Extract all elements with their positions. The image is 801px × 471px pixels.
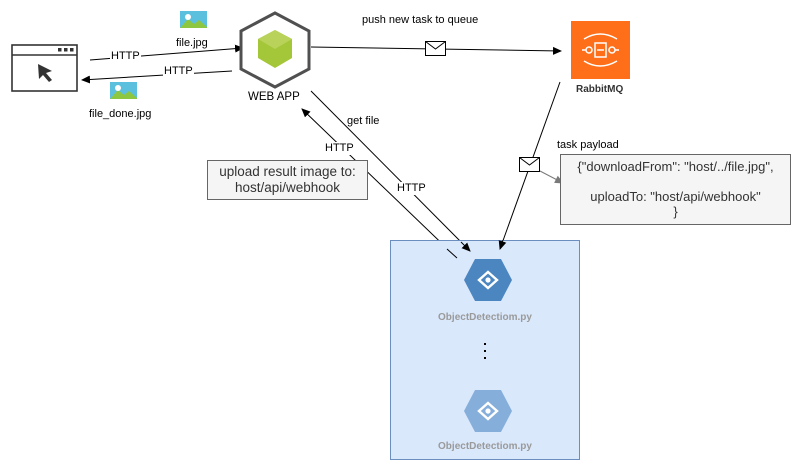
edge-label-app-to-browser: HTTP (163, 65, 194, 78)
upload-note-line: upload result image to: (219, 164, 356, 179)
more-workers-ellipsis (483, 343, 487, 364)
rabbitmq-label: RabbitMQ (576, 84, 624, 95)
hexagon-eye-icon[interactable] (463, 258, 513, 302)
file-result-label: file_done.jpg (89, 108, 152, 120)
image-file-icon (110, 82, 137, 99)
edge-app-to-browser (81, 70, 233, 84)
envelope-icon (425, 41, 446, 56)
image-file-icon (180, 11, 207, 28)
edge-label-browser-to-app: HTTP (110, 50, 141, 63)
payload-line: uploadTo: "host/api/webhook" (590, 189, 761, 204)
edge-label-get-file: get file (347, 115, 380, 127)
web-app-label: WEB APP (248, 91, 300, 103)
edge-label-task-payload: task payload (557, 139, 619, 151)
task-payload-note: {"downloadFrom": "host/../file.jpg", upl… (560, 154, 791, 225)
upload-result-note: upload result image to: host/api/webhook (207, 160, 368, 200)
file-upload-label: file.jpg (176, 37, 208, 49)
worker-label: ObjectDetectiom.py (438, 312, 532, 323)
edge-label-upload-http: HTTP (324, 142, 355, 155)
payload-line (561, 174, 790, 189)
android-hexagon-icon[interactable] (238, 11, 312, 89)
edge-upload-result (301, 108, 458, 259)
envelope-icon (519, 157, 540, 172)
upload-note-line: host/api/webhook (234, 180, 341, 195)
hexagon-eye-icon[interactable] (463, 389, 513, 433)
payload-line: } (673, 204, 678, 219)
edge-payload-pointer (539, 170, 564, 184)
edge-label-get-file-http: HTTP (396, 182, 427, 195)
edge-get-file (310, 90, 471, 252)
edge-label-push-task: push new task to queue (362, 14, 479, 26)
rabbitmq-icon[interactable] (571, 21, 630, 79)
browser-window-icon[interactable] (11, 44, 78, 92)
payload-line: {"downloadFrom": "host/../file.jpg", (577, 159, 774, 174)
worker-label: ObjectDetectiom.py (438, 441, 532, 452)
